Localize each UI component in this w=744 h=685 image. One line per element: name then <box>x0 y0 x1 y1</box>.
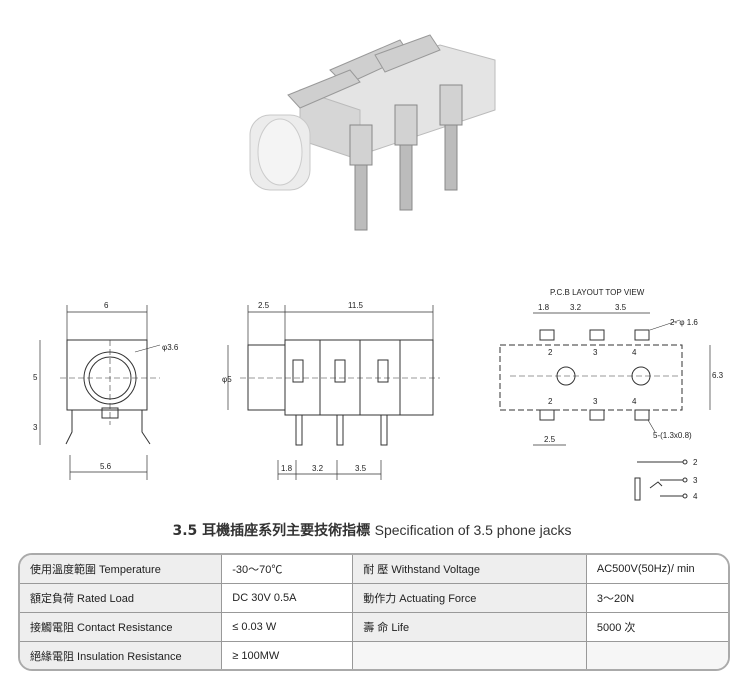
pcb-layout <box>499 312 711 446</box>
spec-table: 使用溫度範圍 Temperature -30～70℃ 耐 壓 Withstand… <box>18 553 730 671</box>
schematic-pin-2: 2 <box>693 458 698 467</box>
spec-label: 壽 命 Life <box>352 612 587 642</box>
pcb-dim-a-label: 1.8 <box>538 303 550 312</box>
side-offset-label: 2.5 <box>258 301 270 310</box>
spec-label: 絕緣電阻 Insulation Resistance <box>20 641 223 669</box>
spec-label: 使用溫度範圍 Temperature <box>20 555 223 584</box>
spec-row: 使用溫度範圍 Temperature -30～70℃ 耐 壓 Withstand… <box>20 555 728 584</box>
side-view <box>227 305 440 480</box>
spec-row: 絕緣電阻 Insulation Resistance ≥ 100MW <box>20 641 728 669</box>
pcb-dim-c-label: 3.5 <box>615 303 627 312</box>
front-bore-label: φ3.6 <box>162 343 179 352</box>
pcb-pad-bottom-1: 2 <box>548 397 553 406</box>
spec-value: ≤ 0.03 W <box>221 612 354 642</box>
side-length-label: 11.5 <box>348 301 364 310</box>
spec-caption: 3.5 耳機插座系列主要技術指標 Specification of 3.5 ph… <box>0 520 744 540</box>
pcb-pad-top-3: 4 <box>632 348 637 357</box>
caption-en: Specification of 3.5 phone jacks <box>374 522 572 538</box>
spec-label: 動作力 Actuating Force <box>352 583 587 613</box>
spec-value: 3～20N <box>585 583 728 613</box>
side-pin-b-label: 3.2 <box>312 464 324 473</box>
side-diameter-label: φ5 <box>222 375 232 384</box>
pcb-pad-bottom-2: 3 <box>593 397 598 406</box>
spec-value <box>585 641 728 669</box>
pcb-slot-label: 5-(1.3x0.8) <box>653 431 692 440</box>
spec-label: 接觸電阻 Contact Resistance <box>20 612 223 642</box>
pcb-dim-b-label: 3.2 <box>570 303 582 312</box>
spec-value: -30～70℃ <box>221 555 354 584</box>
spec-value: DC 30V 0.5A <box>221 583 354 613</box>
front-view <box>39 305 161 480</box>
pcb-height-label: 6.3 <box>712 371 724 380</box>
spec-row: 額定負荷 Rated Load DC 30V 0.5A 動作力 Actuatin… <box>20 583 728 613</box>
schematic-pin-3: 3 <box>693 476 698 485</box>
spec-value: 5000 次 <box>585 612 728 642</box>
spec-value: ≥ 100MW <box>221 641 354 669</box>
spec-label: 耐 壓 Withstand Voltage <box>352 555 587 584</box>
pcb-hole-label: 2- φ 1.6 <box>670 318 698 327</box>
pcb-offset-label: 2.5 <box>544 435 556 444</box>
caption-zh: 3.5 耳機插座系列主要技術指標 <box>172 523 371 539</box>
front-width-label: 6 <box>104 301 109 310</box>
pcb-layout-title: P.C.B LAYOUT TOP VIEW <box>550 288 645 297</box>
spec-value: AC500V(50Hz)/ min <box>585 555 728 584</box>
technical-drawings: 6 5 3 5.6 φ3.6 2.5 11.5 φ5 1.8 3.2 3.5 P… <box>33 34 724 501</box>
front-lead-label: 3 <box>33 423 38 432</box>
side-pin-c-label: 3.5 <box>355 464 367 473</box>
product-photo <box>249 34 496 231</box>
pcb-pad-top-2: 3 <box>593 348 598 357</box>
spec-label: 額定負荷 Rated Load <box>20 583 223 613</box>
front-height-label: 5 <box>33 373 38 382</box>
spec-label <box>352 641 587 669</box>
pcb-pad-top-1: 2 <box>548 348 553 357</box>
spec-row: 接觸電阻 Contact Resistance ≤ 0.03 W 壽 命 Lif… <box>20 612 728 642</box>
schematic-pin-4: 4 <box>693 492 698 501</box>
side-pin-a-label: 1.8 <box>281 464 293 473</box>
schematic-symbol <box>634 459 688 501</box>
pcb-pad-bottom-3: 4 <box>632 397 637 406</box>
front-pitch-label: 5.6 <box>100 462 112 471</box>
